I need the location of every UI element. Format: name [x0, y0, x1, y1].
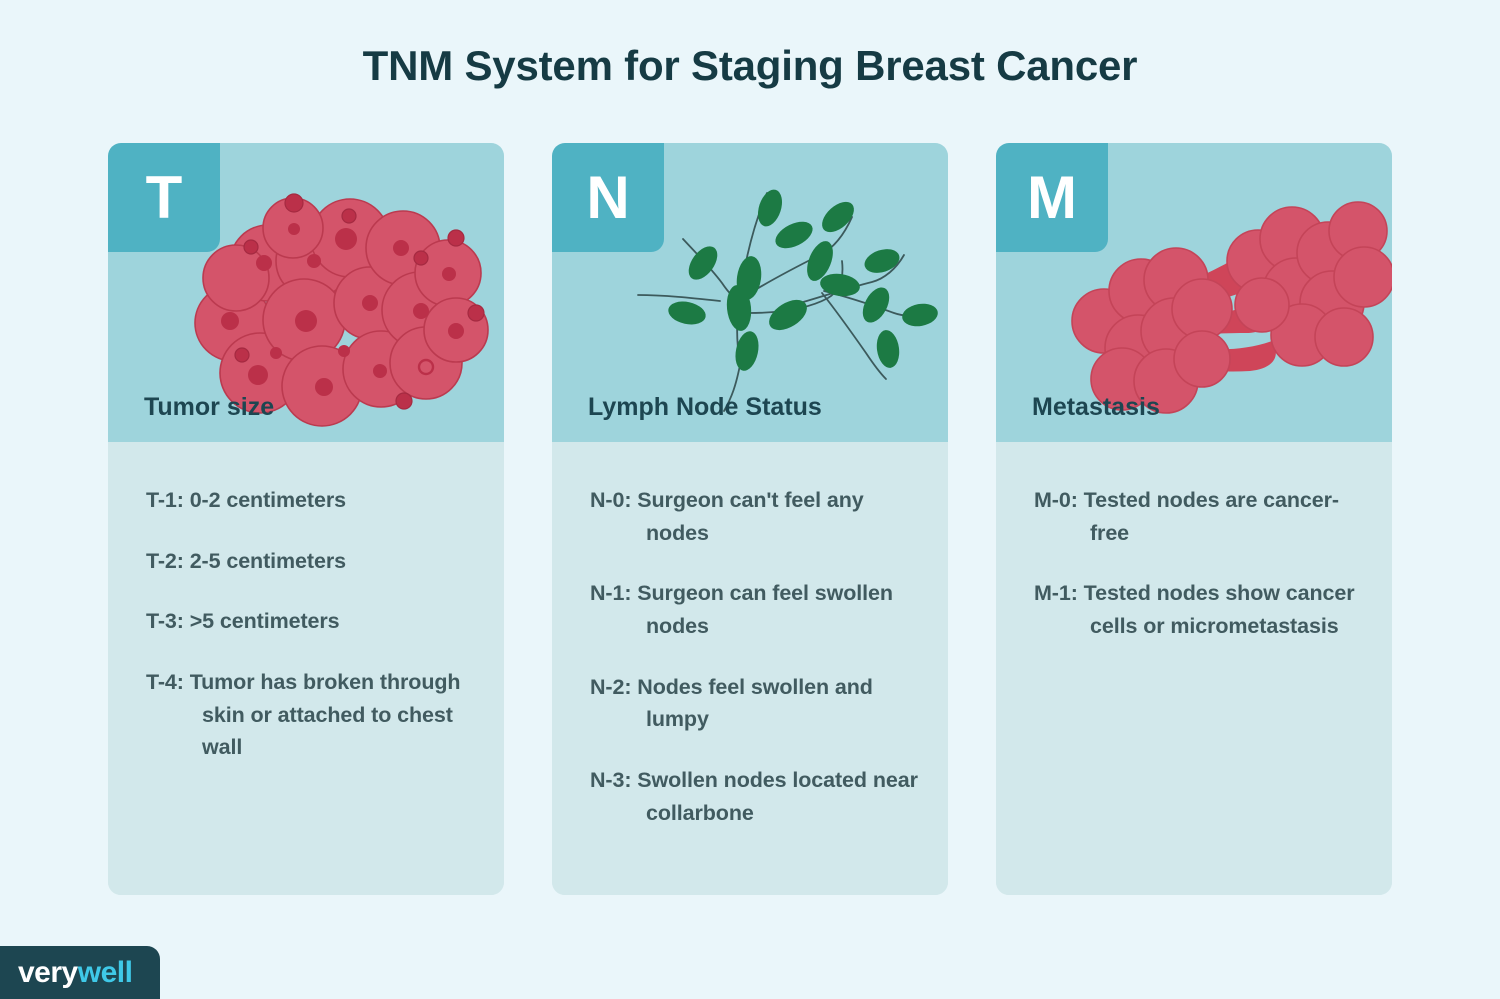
list-item: N-1: Surgeon can feel swollen nodes	[590, 581, 893, 639]
card-metastasis: M Metastasis M-0: Tested nodes are cance…	[996, 143, 1392, 895]
card-header-metastasis: M Metastasis	[996, 143, 1392, 442]
lymph-node-network-illustration	[637, 189, 938, 412]
card-caption-tumor-size: Tumor size	[144, 393, 275, 421]
card-body-metastasis: M-0: Tested nodes are cancer-free M-1: T…	[996, 442, 1392, 895]
card-lymph-node-status: N Lymph Node Status N-0: Surgeon can't f…	[552, 143, 948, 895]
cards-row: T Tumor size T-1: 0-2 centimeters T-2: 2…	[108, 143, 1392, 895]
badge-m: M	[996, 143, 1108, 252]
card-caption-lymph-node-status: Lymph Node Status	[588, 393, 822, 421]
card-body-tumor-size: T-1: 0-2 centimeters T-2: 2-5 centimeter…	[108, 442, 504, 895]
logo-text-well: well	[77, 955, 133, 989]
card-tumor-size: T Tumor size T-1: 0-2 centimeters T-2: 2…	[108, 143, 504, 895]
list-item: T-1: 0-2 centimeters	[146, 488, 346, 512]
card-header-lymph-node-status: N Lymph Node Status	[552, 143, 948, 442]
list-item: T-4: Tumor has broken through skin or at…	[146, 670, 461, 760]
page-title: TNM System for Staging Breast Cancer	[362, 42, 1138, 89]
card-body-lymph-node-status: N-0: Surgeon can't feel any nodes N-1: S…	[552, 442, 948, 895]
card-header-tumor-size: T Tumor size	[108, 143, 504, 442]
list-item: N-0: Surgeon can't feel any nodes	[590, 488, 864, 545]
badge-t: T	[108, 143, 220, 252]
logo-text-very: very	[18, 955, 78, 989]
metastasis-spread-illustration	[1071, 201, 1392, 414]
badge-n: N	[552, 143, 664, 252]
list-item: T-3: >5 centimeters	[146, 609, 340, 634]
list-item: M-0: Tested nodes are cancer-free	[1034, 488, 1339, 545]
list-item: M-1: Tested nodes show cancer cells or m…	[1034, 581, 1355, 639]
list-item: T-2: 2-5 centimeters	[146, 548, 346, 573]
list-item: N-3: Swollen nodes located near collarbo…	[590, 768, 918, 825]
list-item: N-2: Nodes feel swollen and lumpy	[590, 674, 873, 732]
tumor-cell-cluster-illustration	[194, 193, 489, 427]
card-caption-metastasis: Metastasis	[1032, 393, 1160, 421]
